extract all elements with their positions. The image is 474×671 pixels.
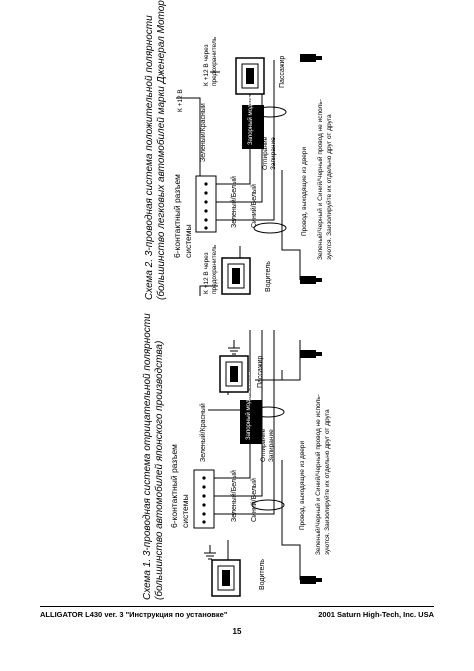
diagram-1-connector-label: 6-контактный разъем bbox=[169, 444, 179, 528]
diagram-1-driver-label: Водитель bbox=[259, 559, 266, 590]
page-number: 15 bbox=[232, 627, 242, 636]
diagram-2-connector bbox=[195, 175, 217, 233]
diagram-1: Схема 1. 3-проводная система отрицательн… bbox=[142, 313, 331, 600]
diagram-2-passenger-label: Пассажир bbox=[279, 56, 286, 88]
footer-right-text: 2001 Saturn High-Tech, Inc. USA bbox=[318, 610, 434, 619]
diagram-2-blue-white-label: Синий/Белый bbox=[250, 184, 258, 228]
diagram-2-note-line-b: зуются. Заизолируйте их отдельно друг от… bbox=[325, 114, 333, 260]
diagram-2-v12-fuse-left-a: К +12 В через bbox=[203, 252, 210, 294]
footer-left-text: ALLIGATOR L430 ver. 3 "Инструкция по уст… bbox=[40, 610, 228, 619]
diagram-2-v12-fuse-right-a: К +12 В через bbox=[203, 44, 210, 86]
diagram-2-v12-fuse-left-b: предохранитель bbox=[211, 244, 218, 294]
diagram-1-title: Схема 1. 3-проводная система отрицательн… bbox=[142, 313, 153, 600]
diagram-1-passenger-actuator bbox=[219, 355, 249, 393]
diagram-2-unlock-label: Отпирание bbox=[262, 136, 269, 170]
diagram-1-green-white-label: Зеленый/Белый bbox=[230, 470, 238, 522]
diagram-1-connector-label-2: системы bbox=[180, 494, 190, 528]
diagram-2-title: Схема 2. 3-проводная система положительн… bbox=[144, 15, 155, 300]
diagram-1-unlock-label: Отпирание bbox=[260, 428, 267, 462]
diagram-1-lock-module bbox=[240, 400, 262, 444]
diagram-2-green-red-label: Зеленый/Красный bbox=[199, 103, 207, 162]
diagram-1-subtitle: (большинство автомобилей японского произ… bbox=[153, 341, 165, 600]
diagram-2-lock-module-label: Запорный модуль замка bbox=[247, 77, 254, 145]
diagram-2-v12-fuse-right-b: предохранитель bbox=[211, 36, 218, 86]
diagram-2-v12-label: К +12 В bbox=[177, 89, 184, 112]
diagram-1-green-red-label: Зеленый/Красный bbox=[199, 403, 207, 462]
diagram-1-blue-white-label: Синий/Белый bbox=[250, 478, 258, 522]
diagram-1-note-line-b: зуются. Заизолируйте их отдельно друг от… bbox=[323, 409, 331, 555]
diagram-1-lock-label: Запирание bbox=[268, 429, 275, 462]
diagram-1-connector bbox=[193, 469, 215, 529]
diagram-1-door-wires-note: Провод, выходящие из двери bbox=[299, 441, 306, 530]
diagram-1-passenger-label: Пассажир bbox=[257, 356, 264, 388]
diagram-2-driver-actuator bbox=[221, 257, 251, 295]
diagram-2-note-line-a: Зеленый/Черный и Синий/Черный провод не … bbox=[316, 99, 324, 260]
diagram-2-green-white-label: Зеленый/Белый bbox=[230, 176, 238, 228]
page-footer: ALLIGATOR L430 ver. 3 "Инструкция по уст… bbox=[40, 606, 434, 619]
diagram-2-door-wires-note: Провод, выходящие из двери bbox=[301, 147, 308, 236]
diagram-2-connector-label-2: системы bbox=[183, 224, 193, 258]
diagram-2-connector-label: 6-контактный разъем bbox=[172, 174, 182, 258]
diagram-1-driver-actuator bbox=[211, 559, 241, 597]
diagram-1-note-line-a: Зеленый/Черный и Синий/Черный провод не … bbox=[314, 394, 322, 555]
diagram-2-lock-label: Запирание bbox=[270, 137, 277, 170]
diagram-2-lock-cylinders bbox=[300, 54, 322, 284]
diagram-1-lock-cylinders bbox=[300, 350, 322, 584]
diagram-1-lock-module-label: Запорный модуль замка bbox=[245, 372, 252, 440]
diagram-2-passenger-actuator bbox=[235, 57, 265, 95]
diagram-2-driver-label: Водитель bbox=[265, 261, 272, 292]
diagram-2-subtitle: (большинство легковых автомобилей марки … bbox=[155, 0, 167, 300]
diagram-2: Схема 2. 3-проводная система положительн… bbox=[144, 0, 333, 300]
